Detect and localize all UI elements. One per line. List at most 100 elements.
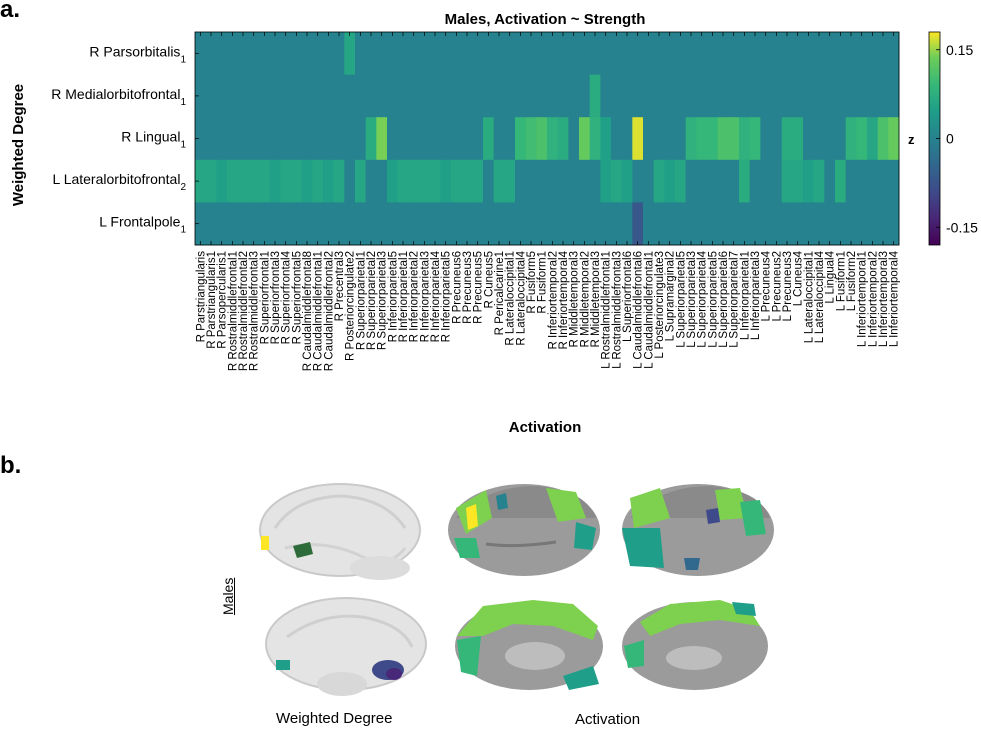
column-label: R Rostralmiddlefrontal3 [249,251,261,371]
heatmap-cell [408,74,420,118]
column-label: R Precentral3 [334,251,346,321]
heatmap-cell [387,32,399,75]
heatmap-cell [888,202,900,246]
column-label: R Lateraloccipital4 [515,250,527,345]
heatmap-cell [557,159,569,203]
heatmap-cell [280,202,292,246]
column-label: L Cuneus4 [793,250,805,306]
heatmap-cell [664,117,676,161]
heatmap-cell [813,117,825,161]
heatmap-cell [451,32,463,75]
heatmap-cell [856,117,868,161]
heatmap-cell [611,159,623,203]
heatmap-cell [248,74,260,118]
heatmap-cell [525,32,537,75]
heatmap-cell [493,159,505,203]
column-label: R Parsopercularis1 [217,251,229,349]
heatmap-cell [312,74,324,118]
heatmap-cell [461,159,473,203]
heatmap-cell [621,202,633,246]
column-label: R Precuneus6 [451,251,463,324]
heatmap-cell [440,159,452,203]
heatmap-cell [589,32,601,75]
heatmap-cell [323,32,335,75]
heatmap-cell [451,74,463,118]
heatmap-cell [835,32,847,75]
heatmap-cell [707,74,719,118]
heatmap-cell [760,159,772,203]
heatmap-cell [845,74,857,118]
heatmap-cell [525,74,537,118]
heatmap-cell [547,74,559,118]
heatmap-cell [227,117,239,161]
caption-weighted-degree: Weighted Degree [276,710,393,727]
heatmap-cell [536,32,548,75]
heatmap-cell [877,159,889,203]
column-label: L Inferiortemporal1 [857,251,869,347]
heatmap-cell [771,117,783,161]
heatmap-cell [867,117,879,161]
heatmap-cell [739,74,751,118]
heatmap-cell [707,117,719,161]
heatmap-cell [429,74,441,118]
heatmap-cell [408,159,420,203]
column-label: L Rostralmiddlefrontal3 [611,251,623,369]
heatmap-cell [248,32,260,75]
column-label: L Superiorfrontal6 [622,251,634,342]
heatmap-cell [440,32,452,75]
heatmap-cell [803,159,815,203]
heatmap-cell [312,159,324,203]
heatmap-cell [803,32,815,75]
heatmap-cell [867,74,879,118]
column-label: R Middletemporal2 [579,251,591,348]
heatmap-cell [525,202,537,246]
heatmap-cell [205,159,217,203]
heatmap-cell [483,117,495,161]
heatmap-frame [194,31,900,246]
heatmap-cell [195,159,207,203]
heatmap-cell [259,74,271,118]
heatmap-cell [643,159,655,203]
column-label: L Superiorparietal6 [718,251,730,348]
heatmap-cell [867,32,879,75]
heatmap-cell [515,32,527,75]
heatmap-cell [621,32,633,75]
brain-activation-left-medial [455,600,603,690]
heatmap-cell [568,32,580,75]
heatmap-cell [728,202,740,246]
heatmap-cell [845,202,857,246]
heatmap-cell [312,202,324,246]
heatmap-cell [216,117,228,161]
heatmap-cell [749,74,761,118]
heatmap-cell [493,117,505,161]
heatmap-cell [717,32,729,75]
heatmap-cell [813,202,825,246]
heatmap-cell [643,32,655,75]
heatmap-cell [547,202,559,246]
heatmap-cell [685,159,697,203]
heatmap-cell [344,202,356,246]
heatmap-cell [579,74,591,118]
heatmap-cell [472,159,484,203]
heatmap-cell [269,74,281,118]
heatmap-cell [387,117,399,161]
heatmap-cell [429,202,441,246]
heatmap-cell [824,159,836,203]
heatmap-cell [717,202,729,246]
column-label: L Fusiform1 [835,251,847,311]
column-label: R Parstriangularis [195,251,207,343]
heatmap-cell [749,202,761,246]
heatmap-cell [856,159,868,203]
heatmap-cell [536,74,548,118]
heatmap-cell [824,32,836,75]
chart-title: Males, Activation ~ Strength [445,11,646,28]
column-label: R Superiorparietal2 [366,251,378,350]
heatmap-cell [451,159,463,203]
heatmap-cell [227,74,239,118]
heatmap-cell [493,202,505,246]
heatmap-cell [877,117,889,161]
heatmap-cell [291,202,303,246]
heatmap-cell [419,117,431,161]
heatmap-cell [440,202,452,246]
heatmap-cell [195,117,207,161]
